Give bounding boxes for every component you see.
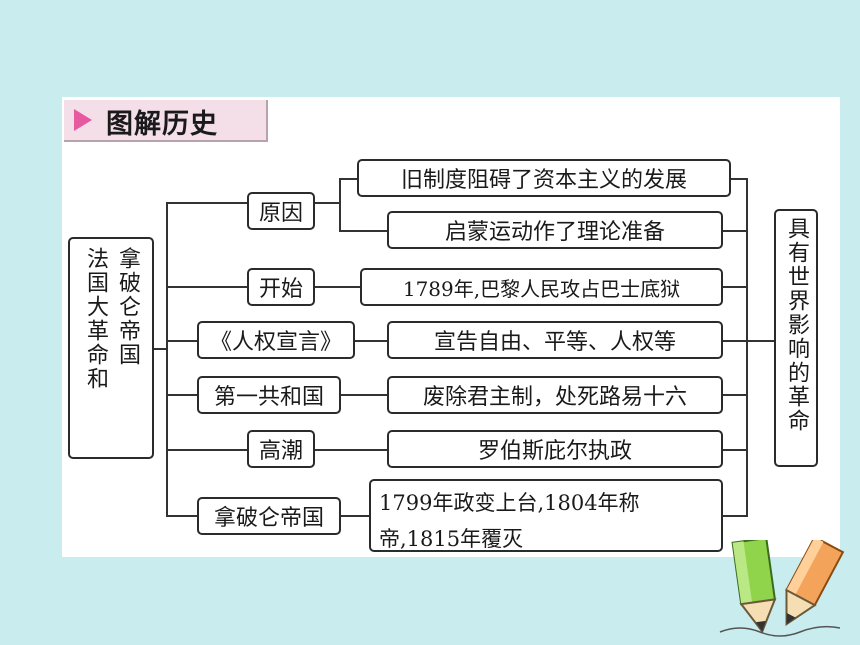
- root-line-1: 拿破仑帝国: [115, 247, 140, 367]
- root-line-2: 法国大革命和: [83, 247, 108, 391]
- connector-line: [722, 515, 747, 517]
- result-box: 启蒙运动作了理论准备: [387, 211, 723, 249]
- connector-line: [314, 286, 362, 288]
- connector-line: [339, 178, 341, 231]
- topic-box-cause: 原因: [247, 192, 315, 230]
- triangle-icon: [74, 109, 92, 131]
- section-header: 图解历史: [64, 100, 268, 142]
- connector-line: [166, 394, 198, 396]
- connector-line: [746, 178, 748, 517]
- connector-line: [339, 178, 359, 180]
- result-box: 罗伯斯庇尔执政: [387, 430, 723, 468]
- result-box: 1789年,巴黎人民攻占巴士底狱: [360, 268, 723, 306]
- result-box: 废除君主制，处死路易十六: [387, 376, 723, 414]
- topic-label: 《人权宣言》: [209, 330, 342, 355]
- section-title: 图解历史: [106, 109, 218, 140]
- connector-line: [314, 449, 388, 451]
- connector-line: [722, 394, 747, 396]
- connector-line: [166, 449, 248, 451]
- connector-line: [722, 230, 747, 232]
- result-box: 1799年政变上台,1804年称帝,1815年覆灭: [369, 479, 723, 552]
- result-box: 旧制度阻碍了资本主义的发展: [357, 159, 731, 197]
- connector-line: [340, 515, 370, 517]
- connector-line: [166, 202, 168, 516]
- connector-line: [166, 340, 198, 342]
- connector-line: [314, 202, 340, 204]
- topic-label: 开始: [258, 277, 303, 302]
- topic-label: 拿破仑帝国: [213, 506, 324, 531]
- connector-line: [166, 515, 198, 517]
- pencils-icon: [719, 540, 845, 637]
- topic-box-declaration: 《人权宣言》: [197, 321, 355, 359]
- topic-box-empire: 拿破仑帝国: [197, 497, 341, 535]
- topic-box-climax: 高潮: [247, 430, 315, 468]
- connector-line: [722, 286, 747, 288]
- topic-label: 高潮: [258, 439, 303, 464]
- connector-line: [339, 230, 389, 232]
- connector-line: [722, 449, 747, 451]
- connector-line: [340, 394, 388, 396]
- topic-box-start: 开始: [247, 268, 315, 306]
- connector-line: [166, 286, 248, 288]
- topic-label: 原因: [258, 201, 303, 226]
- root-box: 拿破仑帝国 法国大革命和: [68, 237, 154, 459]
- connector-line: [354, 340, 388, 342]
- connector-line: [153, 348, 167, 350]
- topic-box-republic: 第一共和国: [197, 376, 341, 414]
- topic-label: 第一共和国: [213, 385, 324, 410]
- conclusion-label: 具有世界影响的革命: [784, 217, 809, 433]
- connector-line: [722, 340, 774, 342]
- connector-line: [729, 178, 747, 180]
- connector-line: [166, 202, 248, 204]
- conclusion-box: 具有世界影响的革命: [774, 209, 818, 467]
- result-box: 宣告自由、平等、人权等: [387, 321, 723, 359]
